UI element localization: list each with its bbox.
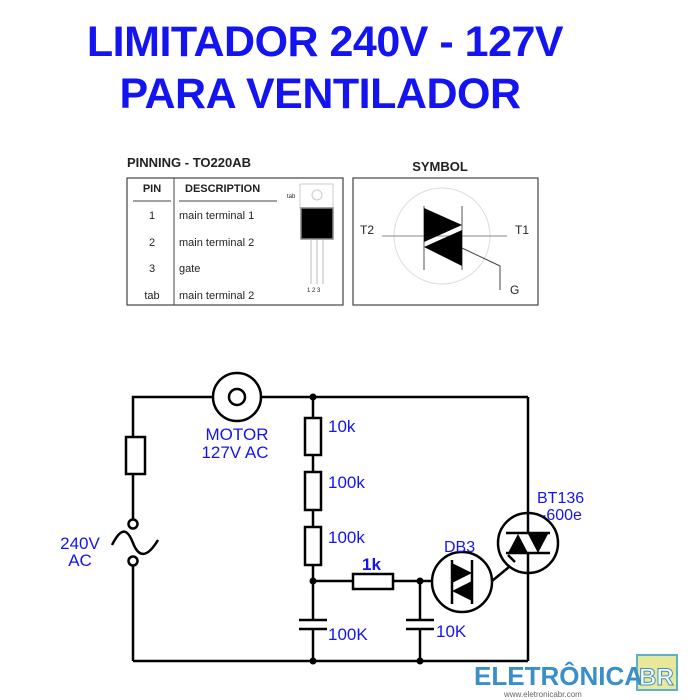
title-line-2: PARA VENTILADOR [119, 70, 522, 118]
svg-text:BR: BR [639, 664, 674, 691]
triac-symbol-icon [382, 187, 507, 290]
capacitor-100k [299, 618, 327, 631]
resistor-10k [303, 416, 323, 457]
label-t2: T2 [360, 223, 374, 237]
diac-label: DB3 [444, 539, 475, 556]
fuse [124, 435, 147, 476]
svg-text:1: 1 [149, 210, 155, 222]
r3-label: 100k [328, 528, 365, 547]
col-pin: PIN [143, 183, 161, 195]
title-line-1: LIMITADOR 240V - 127V [86, 18, 564, 66]
resistor-1k [351, 572, 395, 591]
r1-label: 10k [328, 417, 356, 436]
svg-text:main terminal 2: main terminal 2 [179, 237, 254, 249]
junction-dots [309, 393, 424, 665]
symbol-box [352, 177, 539, 306]
resistor-100k-1 [303, 470, 323, 512]
svg-text:1 2 3: 1 2 3 [307, 288, 321, 294]
r2-label: 100k [328, 473, 365, 492]
source-ac-label: AC [68, 551, 92, 570]
capacitor-10k [406, 618, 434, 631]
svg-text:ELETRÔNICA: ELETRÔNICA [474, 661, 643, 691]
triac-label: BT136 [537, 490, 584, 507]
svg-text:main terminal 1: main terminal 1 [179, 210, 254, 222]
pin-row: 3 gate [149, 263, 200, 275]
svg-text:www.eletronicabr.com: www.eletronicabr.com [503, 690, 582, 699]
motor-label: MOTOR [206, 425, 269, 444]
to220-package-icon: tab 1 2 3 [287, 183, 334, 294]
svg-text:main terminal 2: main terminal 2 [179, 290, 254, 302]
c2-label: 10K [436, 622, 467, 641]
diac-db3-icon [430, 550, 494, 614]
c1-label: 100K [328, 625, 368, 644]
eletronicabr-logo: ELETRÔNICA BR www.eletronicabr.com [474, 654, 678, 699]
svg-text:tab: tab [144, 290, 159, 302]
pinning-table [126, 177, 344, 306]
pin-row: 2 main terminal 2 [149, 237, 254, 249]
svg-text:gate: gate [179, 263, 200, 275]
pin-row: tab main terminal 2 [144, 290, 254, 302]
col-description: DESCRIPTION [185, 183, 260, 195]
label-t1: T1 [515, 223, 529, 237]
motor-rating-label: 127V AC [201, 443, 268, 462]
symbol-heading: SYMBOL [412, 159, 468, 174]
pin-row: 1 main terminal 1 [149, 210, 254, 222]
svg-text:3: 3 [149, 263, 155, 275]
resistor-100k-2 [303, 525, 323, 567]
label-g: G [510, 283, 519, 297]
motor-icon [211, 371, 263, 423]
r4-label: 1k [362, 555, 381, 574]
pinning-heading: PINNING - TO220AB [127, 155, 251, 170]
ac-source-icon [110, 518, 160, 567]
svg-text:tab: tab [287, 194, 296, 200]
triac-bt136-icon [496, 511, 560, 575]
triac-suffix-label: -600e [541, 507, 582, 524]
source-voltage-label: 240V [60, 534, 100, 553]
svg-text:2: 2 [149, 237, 155, 249]
